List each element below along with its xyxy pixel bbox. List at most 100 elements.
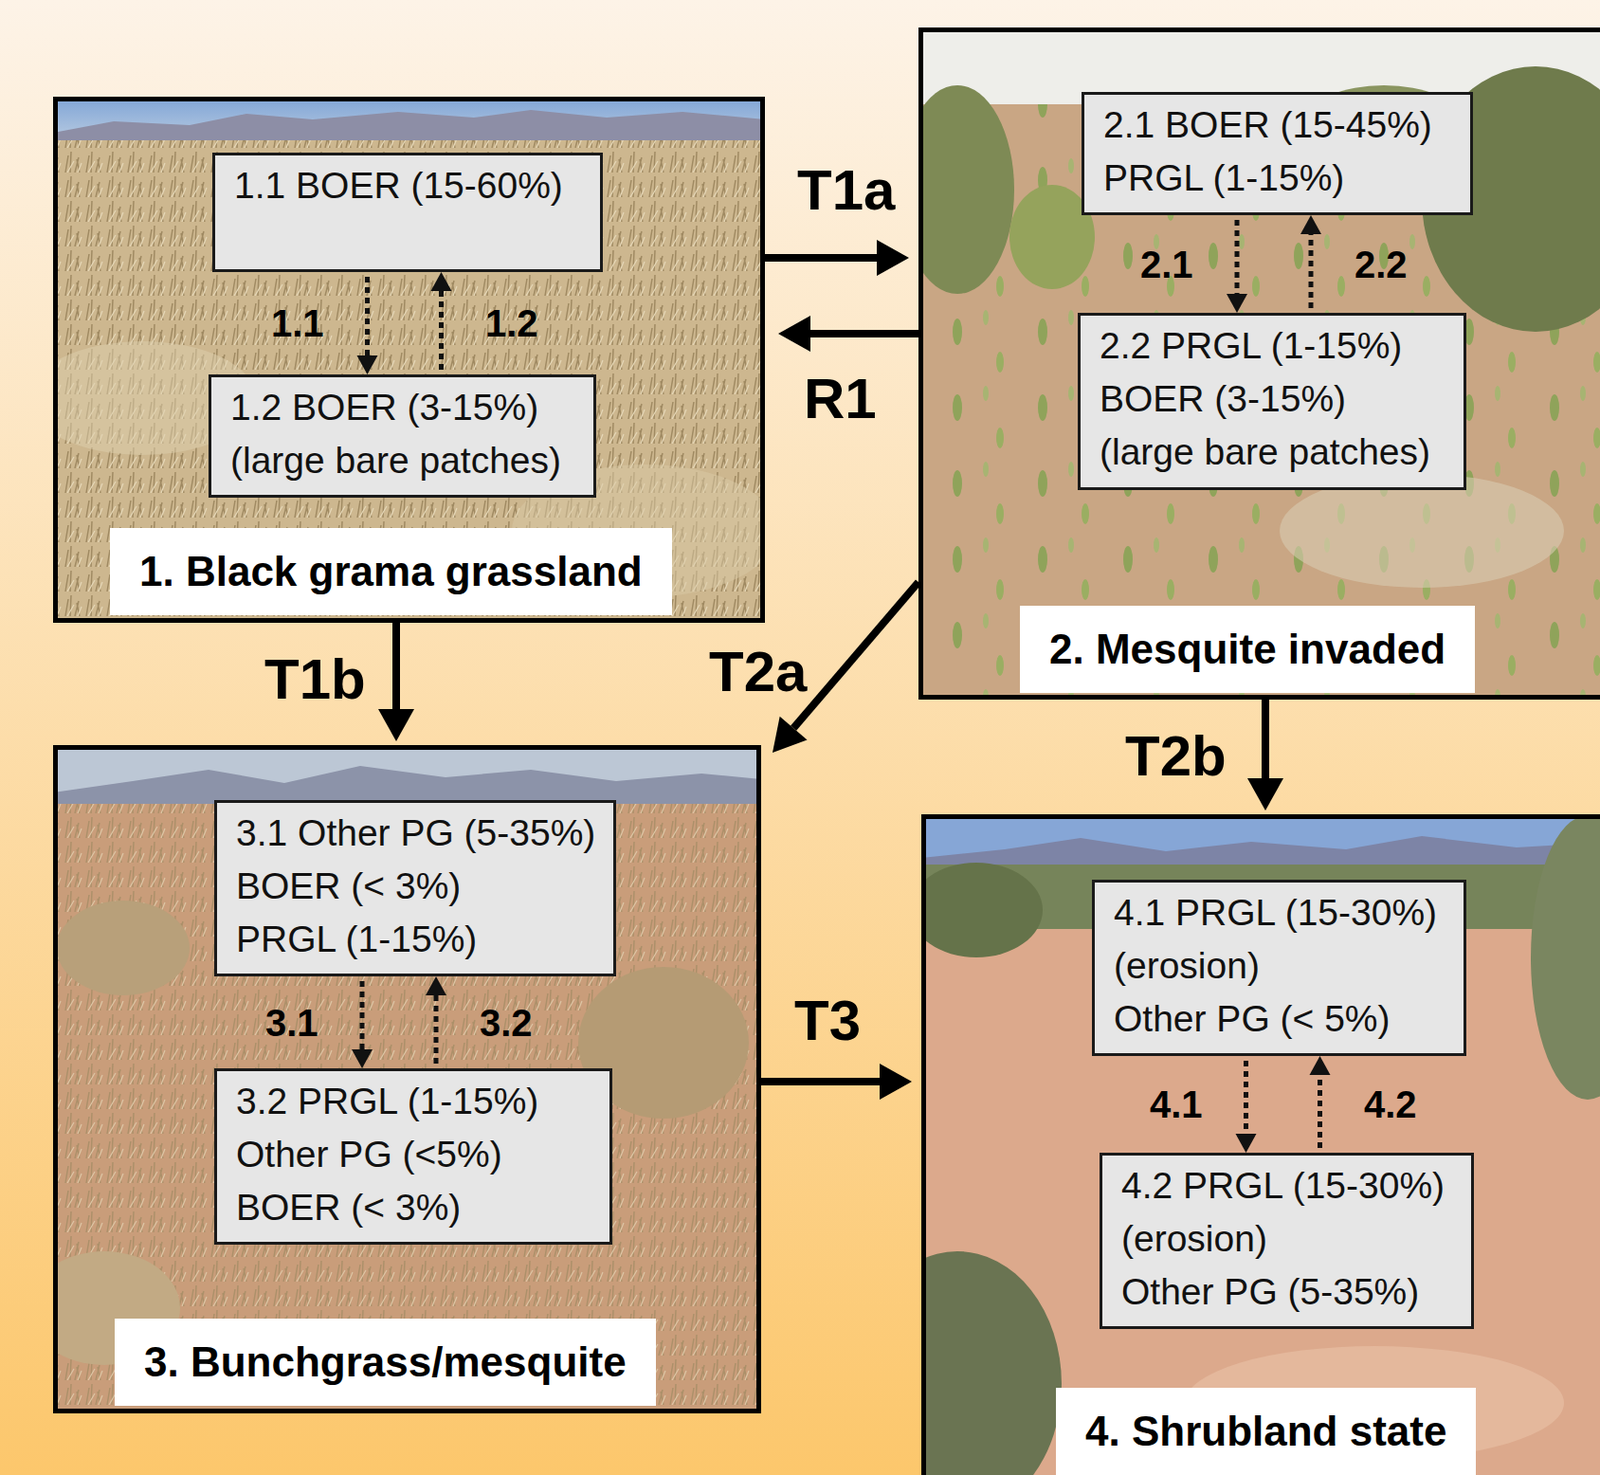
arrowhead <box>1226 293 1248 313</box>
shrubland-photo <box>921 814 1600 1475</box>
shrub <box>1530 815 1600 1100</box>
state-title: 1. Black grama grassland <box>109 527 673 616</box>
arrow-line <box>810 329 919 338</box>
community-box: 1.2 BOER (3-15%)(large bare patches) <box>208 374 597 498</box>
transition-arrow <box>764 239 910 276</box>
ground <box>53 803 762 1414</box>
transition-arrow <box>761 1063 912 1100</box>
community-box: 1.1 BOER (15-60%) <box>212 152 603 273</box>
community-box: 3.1 Other PG (5-35%)BOER (< 3%)PRGL (1-1… <box>214 800 617 977</box>
pathway-number: 4.1 <box>1149 1082 1203 1127</box>
pathway-number: 4.2 <box>1363 1082 1418 1127</box>
box-text: BOER (3-15%) <box>1099 372 1449 426</box>
pathway-arrow <box>357 276 379 375</box>
arrow-line <box>1261 699 1270 779</box>
box-text: BOER (< 3%) <box>236 1181 595 1235</box>
arrowhead <box>778 315 811 352</box>
state-title: 2. Mesquite invaded <box>1019 605 1475 693</box>
grassland-photo <box>53 96 765 623</box>
transition-label: T3 <box>794 987 861 1054</box>
grass-patch <box>1279 473 1564 588</box>
arrowhead <box>1236 1133 1257 1153</box>
pathway-arrow <box>1300 215 1322 309</box>
arrow-line <box>793 581 919 728</box>
pathway-number: 3.2 <box>479 1000 533 1045</box>
box-text: PRGL (1-15%) <box>1103 151 1455 205</box>
box-text: Other PG (5-35%) <box>1121 1265 1456 1319</box>
arrowhead <box>351 1049 373 1069</box>
box-text: 4.2 PRGL (15-30%) <box>1121 1159 1456 1213</box>
box-text: (large bare patches) <box>1099 425 1449 479</box>
box-text: 3.1 Other PG (5-35%) <box>236 806 599 860</box>
pathway-number: 2.1 <box>1140 242 1194 287</box>
community-box: 2.2 PRGL (1-15%)BOER (3-15%)(large bare … <box>1077 312 1467 491</box>
transition-label: R1 <box>803 365 877 432</box>
arrowhead <box>378 709 415 742</box>
community-box: 3.2 PRGL (1-15%)Other PG (<5%)BOER (< 3%… <box>214 1068 613 1245</box>
pathway-arrow <box>425 976 447 1064</box>
transition-arrow <box>1247 699 1284 811</box>
arrow-line <box>364 276 370 356</box>
arrow-line <box>761 1077 880 1086</box>
arrowhead <box>357 355 379 375</box>
transition-label: T2b <box>1125 723 1227 789</box>
bunchgrass-photo <box>53 745 762 1414</box>
transition-label: T1a <box>797 157 895 223</box>
pathway-number: 3.1 <box>265 1000 319 1045</box>
pathway-number: 1.1 <box>271 301 325 346</box>
pathway-number: 1.2 <box>485 301 539 346</box>
box-text: 2.1 BOER (15-45%) <box>1103 98 1455 152</box>
pathway-arrow <box>431 272 453 370</box>
box-text: Other PG (<5%) <box>236 1127 595 1182</box>
arrowhead <box>431 272 453 291</box>
state-panel: 3. Bunchgrass/mesquite 3.1 Other PG (5-35… <box>53 745 762 1414</box>
shrub <box>921 862 1043 958</box>
box-text: Other PG (< 5%) <box>1113 992 1449 1046</box>
box-text: BOER (< 3%) <box>236 859 599 913</box>
pathway-arrow <box>351 981 373 1069</box>
transition-label: T2a <box>709 638 807 705</box>
arrow-line <box>1317 1074 1323 1148</box>
pathway-arrow <box>1309 1055 1331 1148</box>
community-box: 4.1 PRGL (15-30%)(erosion)Other PG (< 5%… <box>1091 879 1467 1056</box>
transition-label: T1b <box>264 646 366 712</box>
transition-arrow <box>378 622 415 742</box>
pathway-arrow <box>1226 219 1248 313</box>
box-text: (large bare patches) <box>230 434 579 488</box>
mountains <box>53 109 765 145</box>
arrow-line <box>764 254 877 262</box>
state-panel: 4. Shrubland state 4.1 PRGL (15-30%)(eros… <box>921 814 1600 1475</box>
box-text: 1.1 BOER (15-60%) <box>234 159 585 213</box>
state-panel: 1. Black grama grassland 1.1 BOER (15-60%… <box>53 96 765 623</box>
arrowhead <box>1309 1055 1331 1075</box>
pathway-arrow <box>1236 1060 1257 1153</box>
arrow-line <box>438 290 444 370</box>
box-text: 2.2 PRGL (1-15%) <box>1099 319 1449 373</box>
arrow-line <box>360 981 365 1050</box>
arrow-line <box>1243 1060 1249 1134</box>
arrowhead <box>425 976 447 996</box>
grass-texture <box>53 803 762 1414</box>
box-text: (erosion) <box>1113 939 1449 993</box>
box-text: 3.2 PRGL (1-15%) <box>236 1074 595 1128</box>
transition-arrow <box>778 315 919 352</box>
arrow-line <box>1309 234 1314 309</box>
box-text: 4.1 PRGL (15-30%) <box>1113 886 1449 940</box>
box-text: PRGL (1-15%) <box>236 912 599 966</box>
community-box: 4.2 PRGL (15-30%)(erosion)Other PG (5-35… <box>1099 1152 1474 1329</box>
mesquite-photo <box>918 27 1600 700</box>
box-text: 1.2 BOER (3-15%) <box>230 381 579 435</box>
pathway-number: 2.2 <box>1354 242 1408 287</box>
shrub <box>918 85 1015 294</box>
state-title: 4. Shrubland state <box>1055 1387 1476 1475</box>
arrowhead <box>876 239 910 276</box>
arrowhead <box>1300 215 1322 235</box>
state-title: 3. Bunchgrass/mesquite <box>114 1318 656 1406</box>
bunchgrass <box>56 900 190 996</box>
shrub <box>921 1251 1062 1475</box>
arrow-line <box>392 622 400 710</box>
arrowhead <box>1247 778 1284 811</box>
arrowhead <box>879 1063 912 1100</box>
arrow-line <box>1235 219 1240 294</box>
